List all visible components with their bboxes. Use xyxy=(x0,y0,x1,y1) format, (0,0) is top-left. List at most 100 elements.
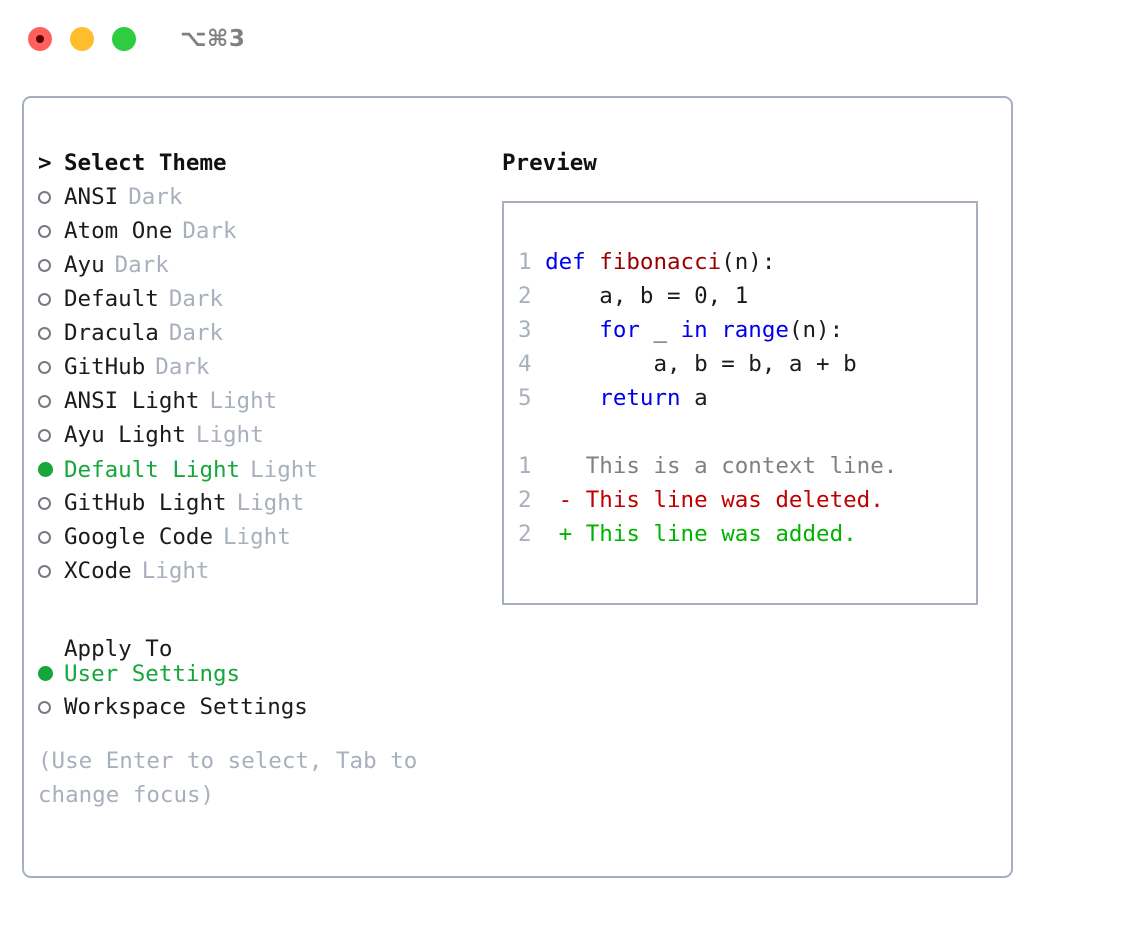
line-number: 2 xyxy=(518,283,532,309)
theme-option-label: ANSI Light xyxy=(64,388,200,414)
radio-unselected-icon xyxy=(38,419,64,453)
radio-unselected-icon xyxy=(38,317,64,351)
radio-unselected-icon xyxy=(38,691,64,725)
code-token: _ xyxy=(639,317,681,343)
theme-option-label: Atom One xyxy=(64,218,173,244)
theme-option-label: Default Light xyxy=(64,456,241,483)
code-token: fibonacci xyxy=(599,249,722,275)
diff-sign: + xyxy=(531,521,586,547)
code-token xyxy=(545,317,599,343)
theme-option-label: ANSI xyxy=(64,184,119,210)
theme-variant-tag: Dark xyxy=(128,184,183,210)
radio-dot xyxy=(38,497,51,510)
theme-variant-tag: Dark xyxy=(168,286,224,312)
code-token: a, b = 0, 1 xyxy=(545,283,749,309)
line-number-gap xyxy=(532,351,546,377)
minimize-button[interactable] xyxy=(70,27,94,51)
radio-dot xyxy=(38,259,51,272)
section-spacer xyxy=(38,588,490,622)
apply-to-label: Apply To xyxy=(64,636,173,662)
apply-to-header: Apply To xyxy=(38,622,490,662)
theme-option-default[interactable]: Default Dark xyxy=(38,282,490,316)
apply-to-marker-slot xyxy=(38,622,64,656)
diff-text: This line was deleted. xyxy=(585,487,884,513)
code-token: return xyxy=(599,385,681,411)
theme-option-dracula[interactable]: Dracula Dark xyxy=(38,316,490,350)
theme-option-label: XCode xyxy=(64,558,132,584)
code-token: for xyxy=(599,317,640,343)
radio-dot xyxy=(38,361,51,374)
radio-dot xyxy=(38,293,51,306)
caret-icon: > xyxy=(38,150,52,176)
code-diff-spacer xyxy=(518,415,976,449)
close-button[interactable] xyxy=(28,27,52,51)
theme-variant-tag: Light xyxy=(223,524,291,550)
radio-unselected-icon xyxy=(38,385,64,419)
theme-option-label: Default xyxy=(64,286,159,312)
theme-option-label: Google Code xyxy=(64,524,214,550)
apply-to-option-user-settings[interactable]: User Settings xyxy=(38,656,490,690)
radio-unselected-icon xyxy=(38,215,64,249)
radio-dot xyxy=(38,191,51,204)
code-line: 2 a, b = 0, 1 xyxy=(518,279,976,313)
apply-to-option-workspace-settings[interactable]: Workspace Settings xyxy=(38,690,490,724)
line-number: 4 xyxy=(518,351,532,377)
line-number: 3 xyxy=(518,317,532,343)
diff-sign xyxy=(532,453,586,479)
apply-to-option-label: User Settings xyxy=(64,660,241,687)
code-line: 1 def fibonacci(n): xyxy=(518,245,976,279)
theme-option-label: Dracula xyxy=(64,320,159,346)
line-number: 1 xyxy=(518,249,532,275)
theme-variant-tag: Dark xyxy=(114,252,169,278)
radio-selected-icon xyxy=(38,452,64,486)
radio-dot xyxy=(38,327,51,340)
code-token: def xyxy=(545,249,600,275)
theme-option-google-code[interactable]: Google Code Light xyxy=(38,520,490,554)
line-number-gap xyxy=(532,317,546,343)
theme-variant-tag: Light xyxy=(250,456,318,483)
diff-line: 1 This is a context line. xyxy=(518,449,976,483)
theme-option-label: GitHub xyxy=(64,354,146,380)
diff-line: 2 + This line was added. xyxy=(518,517,976,551)
radio-dot xyxy=(38,461,53,477)
code-line: 3 for _ in range(n): xyxy=(518,313,976,347)
code-line: 5 return a xyxy=(518,381,976,415)
line-number-gap xyxy=(532,385,546,411)
code-token xyxy=(708,317,722,343)
radio-dot xyxy=(38,665,53,681)
theme-variant-tag: Dark xyxy=(168,320,224,346)
theme-option-default-light[interactable]: Default Light Light xyxy=(38,452,490,486)
radio-unselected-icon xyxy=(38,181,64,215)
theme-option-label: Ayu Light xyxy=(64,422,186,448)
title-bar: ⌥⌘3 xyxy=(0,0,1140,78)
keyboard-shortcut-label: ⌥⌘3 xyxy=(180,26,246,52)
maximize-button[interactable] xyxy=(112,27,136,51)
radio-unselected-icon xyxy=(38,351,64,385)
code-token: range xyxy=(721,317,789,343)
theme-variant-tag: Light xyxy=(195,422,264,448)
radio-unselected-icon xyxy=(38,521,64,555)
theme-option-ayu-light[interactable]: Ayu Light Light xyxy=(38,418,490,452)
theme-option-ansi[interactable]: ANSI Dark xyxy=(38,180,490,214)
code-line: 4 a, b = b, a + b xyxy=(518,347,976,381)
radio-unselected-icon xyxy=(38,283,64,317)
radio-unselected-icon xyxy=(38,487,64,521)
line-number: 2 xyxy=(518,521,532,547)
radio-dot xyxy=(38,531,51,544)
diff-text: This line was added. xyxy=(585,521,857,547)
apply-to-option-label: Workspace Settings xyxy=(64,694,308,720)
code-token: a, b = b, a + b xyxy=(545,351,857,377)
theme-variant-tag: Light xyxy=(236,490,305,516)
window-controls xyxy=(28,27,136,51)
